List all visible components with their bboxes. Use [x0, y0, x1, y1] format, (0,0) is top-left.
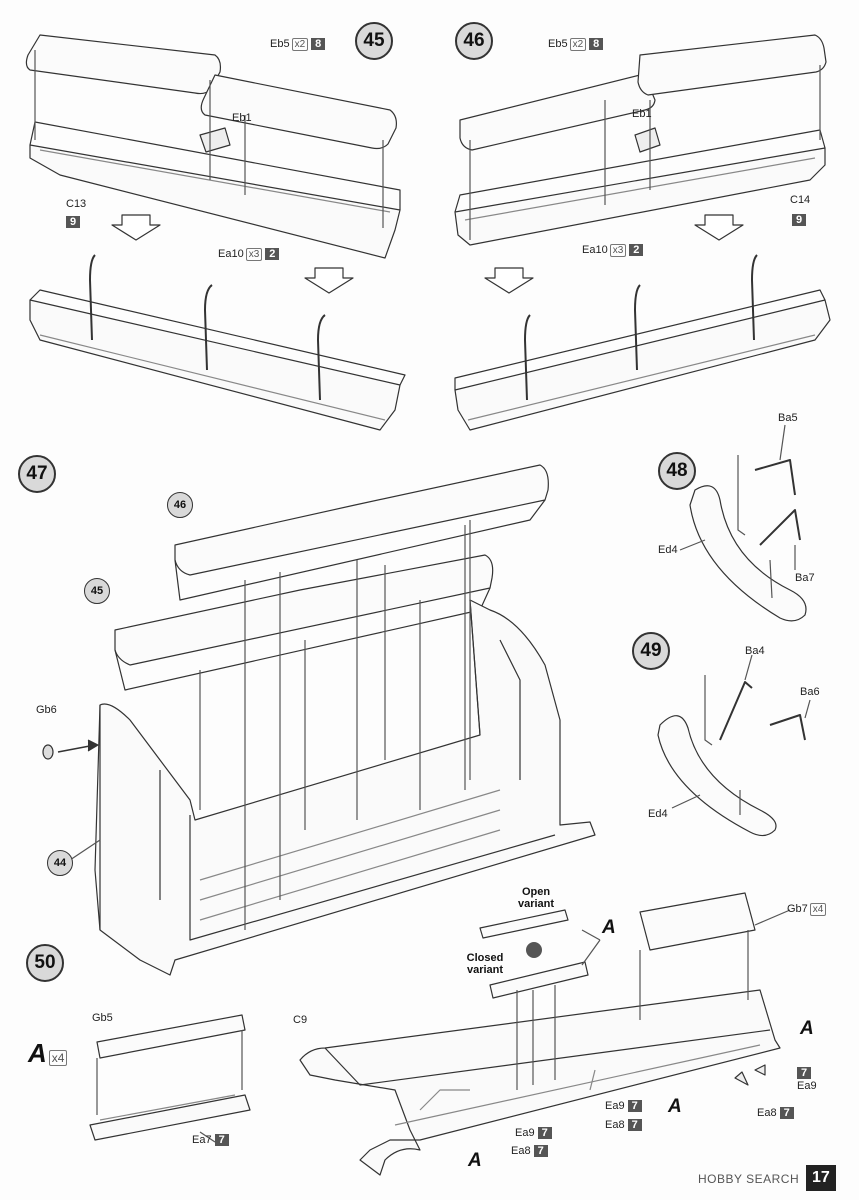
step-number-48: 48 [658, 452, 696, 490]
open-variant-label: Open variant [517, 886, 555, 910]
part-id: Eb5 [270, 38, 290, 50]
sprue-badge: 8 [311, 38, 326, 50]
step-number-50: 50 [26, 944, 64, 982]
ref-step-44: 44 [47, 850, 73, 876]
ref-step-46: 46 [167, 492, 193, 518]
part-id: Ea8 [605, 1119, 625, 1131]
sprue-badge: 7 [214, 1134, 229, 1146]
quantity-badge: x4 [48, 1050, 68, 1066]
part-id: Gb7 [787, 903, 808, 915]
sprue-badge: 7 [797, 1067, 812, 1079]
part-label-ed4-49: Ed4 [648, 808, 668, 820]
part-label-ba4: Ba4 [745, 645, 765, 657]
sprue-badge: 7 [533, 1145, 548, 1157]
part-label-ba7: Ba7 [795, 572, 815, 584]
swap-icon [526, 942, 542, 958]
marker-a-2: A [800, 1018, 814, 1039]
part-label-c9: C9 [293, 1014, 308, 1026]
step-number-46: 46 [455, 22, 493, 60]
part-label-c14: C14 [790, 194, 811, 206]
subassembly-letter: A [28, 1038, 47, 1068]
part-id: Eb5 [548, 38, 568, 50]
part-id: Ea7 [192, 1134, 212, 1146]
sprue-badge-c14: 9 [792, 210, 807, 228]
part-label-c13: C13 [66, 198, 87, 210]
quantity-badge: x3 [245, 248, 263, 261]
step-number-45: 45 [355, 22, 393, 60]
page-number: 17 [806, 1165, 836, 1191]
watermark-logo: HOBBY SEARCH [698, 1172, 800, 1186]
sprue-badge-c13: 9 [66, 212, 81, 230]
step47-drawing [42, 464, 596, 976]
step48-drawing [679, 424, 807, 622]
part-label-eb1-46: Eb1 [632, 108, 652, 120]
sprue-badge: 9 [66, 216, 81, 228]
sprue-badge: 7 [627, 1100, 642, 1112]
part-label-gb5: Gb5 [92, 1012, 113, 1024]
part-id: Ea8 [757, 1107, 777, 1119]
marker-a-3: A [668, 1096, 682, 1117]
step-number-47: 47 [18, 455, 56, 493]
sprue-badge: 9 [792, 214, 807, 226]
quantity-badge: x2 [569, 38, 587, 51]
step45-drawing [25, 34, 406, 431]
quantity-badge: x4 [809, 903, 827, 916]
part-id: Ea9 [515, 1127, 535, 1139]
sprue-badge: 8 [589, 38, 604, 50]
part-id: Ea10 [218, 248, 244, 260]
step-number-49: 49 [632, 632, 670, 670]
part-id: Ea10 [582, 244, 608, 256]
step49-drawing [657, 654, 811, 837]
part-id: Ea8 [511, 1145, 531, 1157]
quantity-badge: x3 [609, 244, 627, 257]
sprue-badge: 7 [537, 1127, 552, 1139]
closed-variant-label: Closed variant [466, 952, 504, 976]
part-id: Ea9 [605, 1100, 625, 1112]
marker-a-4: A [468, 1150, 482, 1171]
part-label-ed4-48: Ed4 [658, 544, 678, 556]
sprue-badge: 2 [629, 244, 644, 256]
sprue-badge: 7 [779, 1107, 794, 1119]
sprue-badge: 7 [627, 1119, 642, 1131]
marker-a-1: A [602, 917, 616, 938]
sprue-badge-ea9-right: 7 [797, 1063, 812, 1081]
ref-step-45: 45 [84, 578, 110, 604]
step50-drawing [89, 892, 791, 1176]
quantity-badge: x2 [291, 38, 309, 51]
part-label-ba6: Ba6 [800, 686, 820, 698]
part-label-ba5: Ba5 [778, 412, 798, 424]
part-label-ea9-right: Ea9 [797, 1080, 817, 1092]
part-label-eb1: Eb1 [232, 112, 252, 124]
step46-drawing [454, 34, 831, 431]
sprue-badge: 2 [265, 248, 280, 260]
part-label-gb6: Gb6 [36, 704, 57, 716]
